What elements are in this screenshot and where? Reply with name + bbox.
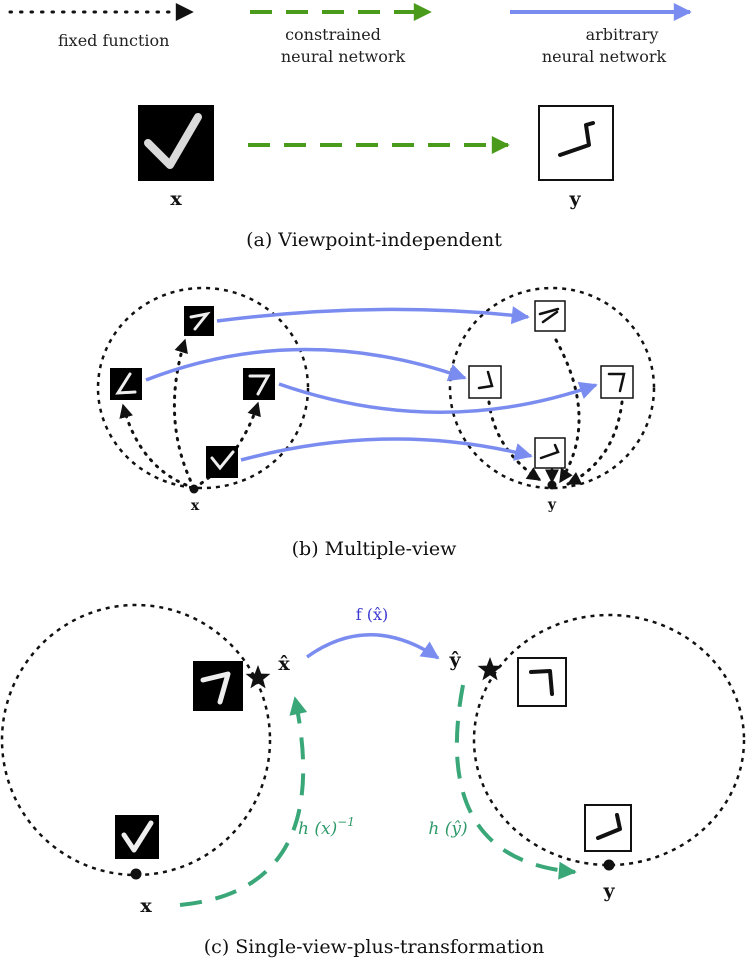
legend-constrained-label-1: constrained [285, 25, 381, 44]
panel-c-h-x-text: h (x) [298, 819, 337, 839]
panel-b-nn-arrow-2 [145, 347, 467, 382]
panel-c-right-circle [472, 613, 746, 867]
panel-b-nn-arrow-1 [216, 306, 530, 325]
legend-arbitrary-label-2: neural network [542, 47, 667, 66]
panel-b-right-circle [448, 286, 656, 490]
panel-b-nn-arrow-3 [278, 381, 598, 414]
panel-c-y-point [603, 859, 615, 871]
panel-c-xhat-star [245, 665, 271, 689]
panel-b-right-dotted-1 [487, 400, 542, 482]
panel-c-h-y-label: h (ŷ) [428, 819, 467, 839]
panel-b-caption: (b) Multiple-view [292, 538, 457, 560]
panel-b-nn-arrow-4 [240, 437, 533, 462]
panel-b-y-label: y [547, 497, 557, 513]
panel-a-caption: (a) Viewpoint-independent [246, 229, 502, 251]
panel-a-x-label: x [170, 188, 182, 210]
panel-c-yhat-label: ŷ [448, 649, 461, 671]
panel-c-xhat-image [193, 661, 243, 711]
panel-b-y-point [547, 480, 557, 490]
panel-a: x y (a) Viewpoint-independent [138, 105, 614, 251]
panel-c-x-image [115, 815, 159, 859]
panel-a-output-image [538, 105, 614, 181]
panel-c-h-x-sup: −1 [337, 815, 355, 829]
panel-c-y-label: y [602, 880, 615, 902]
panel-b-left-image-right [243, 368, 275, 400]
panel-c-x-label: x [140, 895, 152, 917]
legend-arbitrary-label-1: arbitrary [586, 25, 659, 44]
panel-b-right-image-bottom [534, 437, 566, 469]
panel-c-x-point [130, 868, 142, 880]
panel-b-right-image-right [600, 365, 634, 399]
panel-b-right-dotted-3 [566, 400, 624, 486]
panel-a-y-label: y [568, 188, 581, 210]
panel-b-left-circle [96, 286, 310, 490]
panel-b-right-image-left [468, 365, 502, 399]
legend: fixed function constrained neural networ… [8, 3, 692, 66]
panel-b-left-dotted-arrow-2 [172, 338, 196, 490]
panel-c-h-y-arrow [454, 684, 577, 880]
panel-c-yhat-image [517, 657, 567, 707]
panel-b-left-image-bottom [206, 446, 238, 478]
panel-c-yhat-star [477, 657, 503, 681]
panel-a-input-image [138, 105, 214, 181]
panel-b-left-image-left [110, 368, 142, 400]
panel-b-left-image-top [184, 306, 214, 336]
legend-constrained-label-2: neural network [281, 47, 406, 66]
panel-b-x-point [189, 484, 199, 494]
panel-c-f-arrow [305, 633, 440, 660]
panel-c-f-label: f (x̂) [356, 605, 389, 624]
panel-b-x-label: x [191, 498, 200, 514]
legend-fixed-label: fixed function [58, 31, 169, 50]
panel-c: x̂ ŷ x y f (x̂) h (x)−1 h (ŷ) (c) Single… [0, 603, 746, 958]
panel-c-h-x-label: h (x)−1 [298, 815, 355, 839]
panel-b-left-dotted-arrow-1 [119, 403, 196, 490]
panel-b-right-image-top [534, 300, 566, 332]
panel-c-h-inverse-arrow [179, 696, 308, 907]
panel-c-xhat-label: x̂ [278, 653, 290, 675]
panel-c-y-image [584, 804, 632, 852]
panel-c-caption: (c) Single-view-plus-transformation [204, 936, 544, 958]
panel-c-left-circle [0, 603, 272, 877]
panel-b: x y (b) Multiple-view [96, 286, 656, 560]
